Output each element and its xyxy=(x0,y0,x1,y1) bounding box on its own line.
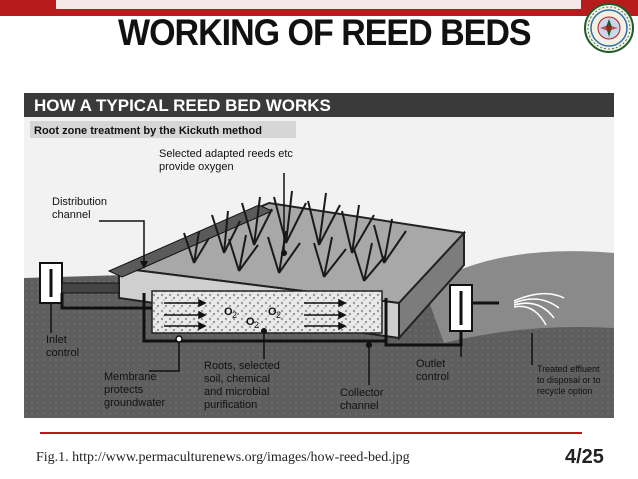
flow-arrows xyxy=(164,298,347,331)
svg-text:O: O xyxy=(246,316,255,328)
figure-header-band xyxy=(24,93,614,117)
effluent-spray xyxy=(513,292,565,326)
label-membrane: Membrane protects groundwater xyxy=(104,335,183,409)
svg-text:to disposal or to: to disposal or to xyxy=(537,375,601,385)
figure-caption: Fig.1. http://www.permaculturenews.org/i… xyxy=(36,450,410,465)
page-number: 4/25 xyxy=(565,446,604,468)
top-accent-bar xyxy=(0,0,638,16)
label-outlet-control: Outlet control xyxy=(416,331,462,383)
oxygen-markers: O 2 O 2 O 2 xyxy=(224,306,281,330)
membrane-liner xyxy=(142,293,388,343)
label-inlet-control: Inlet control xyxy=(46,303,79,359)
svg-text:Inlet: Inlet xyxy=(46,334,67,346)
svg-text:control: control xyxy=(46,347,79,359)
inlet-pipe xyxy=(61,282,120,294)
svg-text:groundwater: groundwater xyxy=(104,397,165,409)
svg-text:Collector: Collector xyxy=(340,387,384,399)
slide-title: WORKING OF REED BEDS xyxy=(118,12,532,54)
reed-plants xyxy=(183,190,407,282)
svg-text:channel: channel xyxy=(340,400,379,412)
label-treated-effluent: Treated effluent to disposal or to recyc… xyxy=(531,333,601,396)
label-roots: Roots, selected soil, chemical and micro… xyxy=(204,328,280,411)
svg-text:Membrane: Membrane xyxy=(104,371,157,383)
figure-header: HOW A TYPICAL REED BED WORKS xyxy=(34,96,331,115)
label-reeds: Selected adapted reeds etc provide oxyge… xyxy=(159,148,293,256)
svg-text:and microbial: and microbial xyxy=(204,386,269,398)
svg-text:2: 2 xyxy=(232,310,237,320)
svg-text:Treated effluent: Treated effluent xyxy=(537,364,600,374)
top-accent-bar-inner xyxy=(56,0,581,9)
figure-subheader-box xyxy=(30,121,296,138)
svg-text:protects: protects xyxy=(104,384,144,396)
label-collector-channel: Collector channel xyxy=(340,342,384,412)
svg-text:soil, chemical: soil, chemical xyxy=(204,373,270,385)
caption-divider xyxy=(40,432,582,434)
university-seal-icon xyxy=(584,3,634,53)
svg-text:recycle option: recycle option xyxy=(537,386,593,396)
svg-text:Outlet: Outlet xyxy=(416,358,445,370)
svg-text:O: O xyxy=(224,306,233,318)
svg-text:control: control xyxy=(416,371,449,383)
svg-text:O: O xyxy=(268,306,277,318)
figure-subheader: Root zone treatment by the Kickuth metho… xyxy=(34,125,262,137)
svg-text:2: 2 xyxy=(276,310,281,320)
label-distribution-channel: Distribution channel xyxy=(52,196,148,269)
svg-text:Distribution: Distribution xyxy=(52,196,107,208)
svg-text:2: 2 xyxy=(254,320,259,330)
svg-text:provide oxygen: provide oxygen xyxy=(159,161,234,173)
svg-text:Roots, selected: Roots, selected xyxy=(204,360,280,372)
svg-text:purification: purification xyxy=(204,399,257,411)
bed-side-wall xyxy=(398,230,465,341)
svg-text:Selected adapted reeds etc: Selected adapted reeds etc xyxy=(159,148,293,160)
reed-bed-diagram: HOW A TYPICAL REED BED WORKS Root zone t… xyxy=(24,93,614,418)
svg-text:channel: channel xyxy=(52,209,91,221)
